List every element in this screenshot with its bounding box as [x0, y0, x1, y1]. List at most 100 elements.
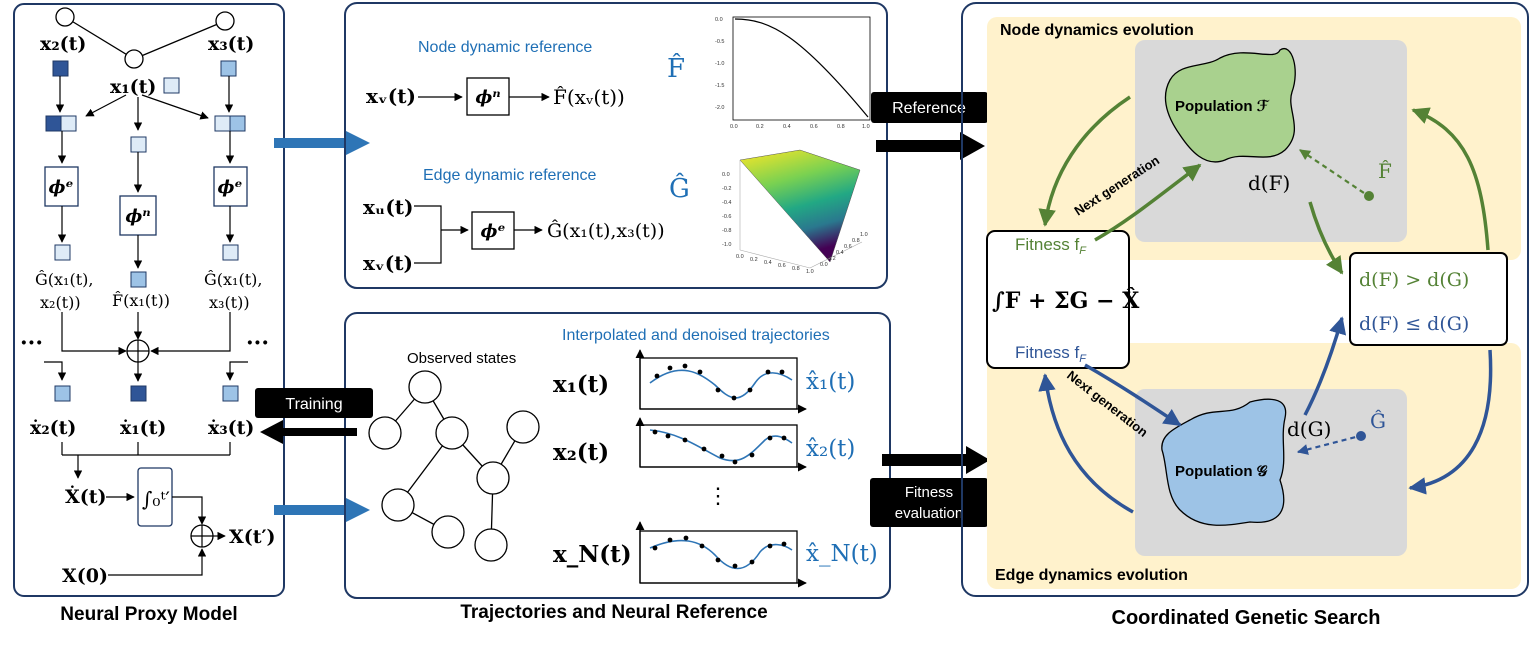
- traj-x2: x₂(t): [553, 439, 609, 466]
- integral-label: ∫₀ᵗ′: [142, 487, 170, 511]
- traj-hat-xN: x̂_N(t): [806, 541, 878, 567]
- trajectory-plot-N: [635, 521, 807, 588]
- state-square-x3: [220, 60, 237, 77]
- arrow: [85, 94, 127, 117]
- training-label: Training: [285, 396, 342, 413]
- X0-label: X(0): [62, 565, 108, 587]
- interp-label: Interpolated and denoised trajectories: [562, 327, 830, 344]
- traj-hat-x2: x̂₂(t): [806, 436, 855, 462]
- green-arrow-pop-to-fitness: [1038, 95, 1131, 227]
- out-square-g13: [222, 244, 239, 261]
- population-g-blob: [1161, 398, 1287, 526]
- svg-text:-1.0: -1.0: [715, 61, 724, 67]
- fitness-label-1: Fitness: [905, 484, 953, 501]
- search-panel: [961, 2, 1529, 597]
- svg-text:0.8: 0.8: [837, 124, 845, 130]
- node-evolution-label: Node dynamics evolution: [1000, 22, 1194, 39]
- node-ref-phi-box: [466, 77, 510, 116]
- deriv-square-x1: [130, 385, 147, 402]
- proxy-panel: [13, 3, 285, 597]
- condition-top: d(F) > d(G): [1359, 269, 1469, 291]
- out-square-f1: [130, 271, 147, 288]
- graph-edge: [64, 16, 135, 60]
- arrow: [150, 312, 231, 356]
- svg-text:-0.8: -0.8: [722, 228, 731, 234]
- blue-arrow-top: [274, 131, 370, 155]
- phi-n-box: [119, 195, 157, 236]
- svg-text:0.4: 0.4: [764, 260, 772, 266]
- svg-text:0.0: 0.0: [722, 172, 730, 178]
- green-arrow-dF-to-cond: [1308, 201, 1344, 275]
- edge-ref-phi-box: [471, 211, 515, 250]
- edge-ref-title: Edge dynamic reference: [423, 167, 597, 184]
- fitness-box: [986, 230, 1130, 369]
- g12-label-2: x₂(t)): [40, 293, 81, 312]
- single-x1-square: [130, 136, 147, 153]
- svg-text:-2.0: -2.0: [715, 105, 724, 111]
- concat-left-light: [60, 115, 77, 132]
- node-ref-phi: ϕⁿ: [475, 87, 500, 108]
- dots-left: ···: [20, 330, 43, 356]
- state-square-x2: [52, 60, 69, 77]
- traj-xN: x_N(t): [553, 541, 632, 568]
- arrow: [108, 548, 207, 576]
- proxy-x1-label: x₁(t): [110, 76, 156, 98]
- trajectory-panel-title: Trajectories and Neural Reference: [460, 602, 767, 623]
- phi-n-label: ϕⁿ: [125, 206, 150, 227]
- phi-e-right-label: ϕᵉ: [218, 177, 243, 198]
- graph-edge: [133, 20, 226, 60]
- fitness-top: Fitness fF: [1015, 235, 1087, 257]
- edge-evolution-label: Edge dynamics evolution: [995, 567, 1188, 584]
- arrow: [61, 312, 127, 356]
- dx3-label: ẋ₃(t): [208, 417, 254, 439]
- phi-e-left-label: ϕᵉ: [49, 177, 74, 198]
- svg-text:0.0: 0.0: [736, 254, 744, 260]
- arrow: [172, 496, 207, 525]
- dist-arrow-g: [1296, 435, 1357, 455]
- dots-right: ···: [246, 330, 269, 356]
- phi-e-box-right: [213, 166, 248, 207]
- search-panel-title: Coordinated Genetic Search: [1112, 607, 1381, 629]
- svg-text:0.2: 0.2: [756, 124, 764, 130]
- trajectory-plot-1: [635, 349, 807, 414]
- trajectory-plot-2: [635, 417, 807, 472]
- dx2-label: ẋ₂(t): [30, 417, 76, 439]
- condition-box: [1349, 252, 1508, 346]
- d-G-label: d(G): [1287, 417, 1331, 441]
- svg-text:1.0: 1.0: [806, 269, 814, 275]
- svg-text:-1.0: -1.0: [722, 242, 731, 248]
- fitness-formula: ∫F + ΣG − X̂: [992, 288, 1140, 314]
- concat-left-dark: [45, 115, 62, 132]
- condition-bottom: d(F) ≤ d(G): [1359, 313, 1469, 335]
- fitness-bottom: Fitness fF: [1015, 343, 1087, 365]
- G-hat-label: Ĝ: [1370, 408, 1386, 433]
- node-ref-input: xᵥ(t): [366, 84, 416, 108]
- arrow: [225, 361, 248, 381]
- dX-label: Ẋ(t): [65, 485, 107, 508]
- g12-label-1: Ĝ(x₁(t),: [35, 269, 93, 289]
- edge-ref-symbol: Ĝ: [669, 172, 690, 204]
- g13-label-2: x₃(t)): [209, 293, 250, 312]
- reference-label-box: [871, 92, 988, 123]
- proxy-panel-title: Neural Proxy Model: [60, 604, 237, 625]
- proxy-x3-label: x₃(t): [208, 33, 254, 55]
- traj-vdots: ⋮: [707, 484, 729, 509]
- svg-text:0.2: 0.2: [750, 257, 758, 263]
- F-hat-label: F̂: [1378, 159, 1392, 183]
- svg-text:0.2: 0.2: [828, 256, 836, 262]
- svg-text:-0.5: -0.5: [715, 39, 724, 45]
- svg-text:1.0: 1.0: [862, 124, 870, 130]
- population-g-label: Population 𝒢: [1175, 463, 1268, 480]
- dx1-label: ẋ₁(t): [120, 417, 166, 439]
- population-f-blob: [1164, 47, 1296, 163]
- deriv-square-x3: [222, 385, 239, 402]
- reference-arrow: [876, 132, 985, 160]
- svg-text:0.6: 0.6: [844, 244, 852, 250]
- blue-arrow-next-gen: [1084, 363, 1182, 427]
- traj-x1: x₁(t): [553, 371, 609, 398]
- dist-arrow-f: [1299, 149, 1365, 194]
- green-arrow-cond-to-pop: [1411, 107, 1490, 251]
- blue-arrow-cond-to-pop: [1408, 349, 1493, 495]
- fitness-arrow: [882, 446, 990, 474]
